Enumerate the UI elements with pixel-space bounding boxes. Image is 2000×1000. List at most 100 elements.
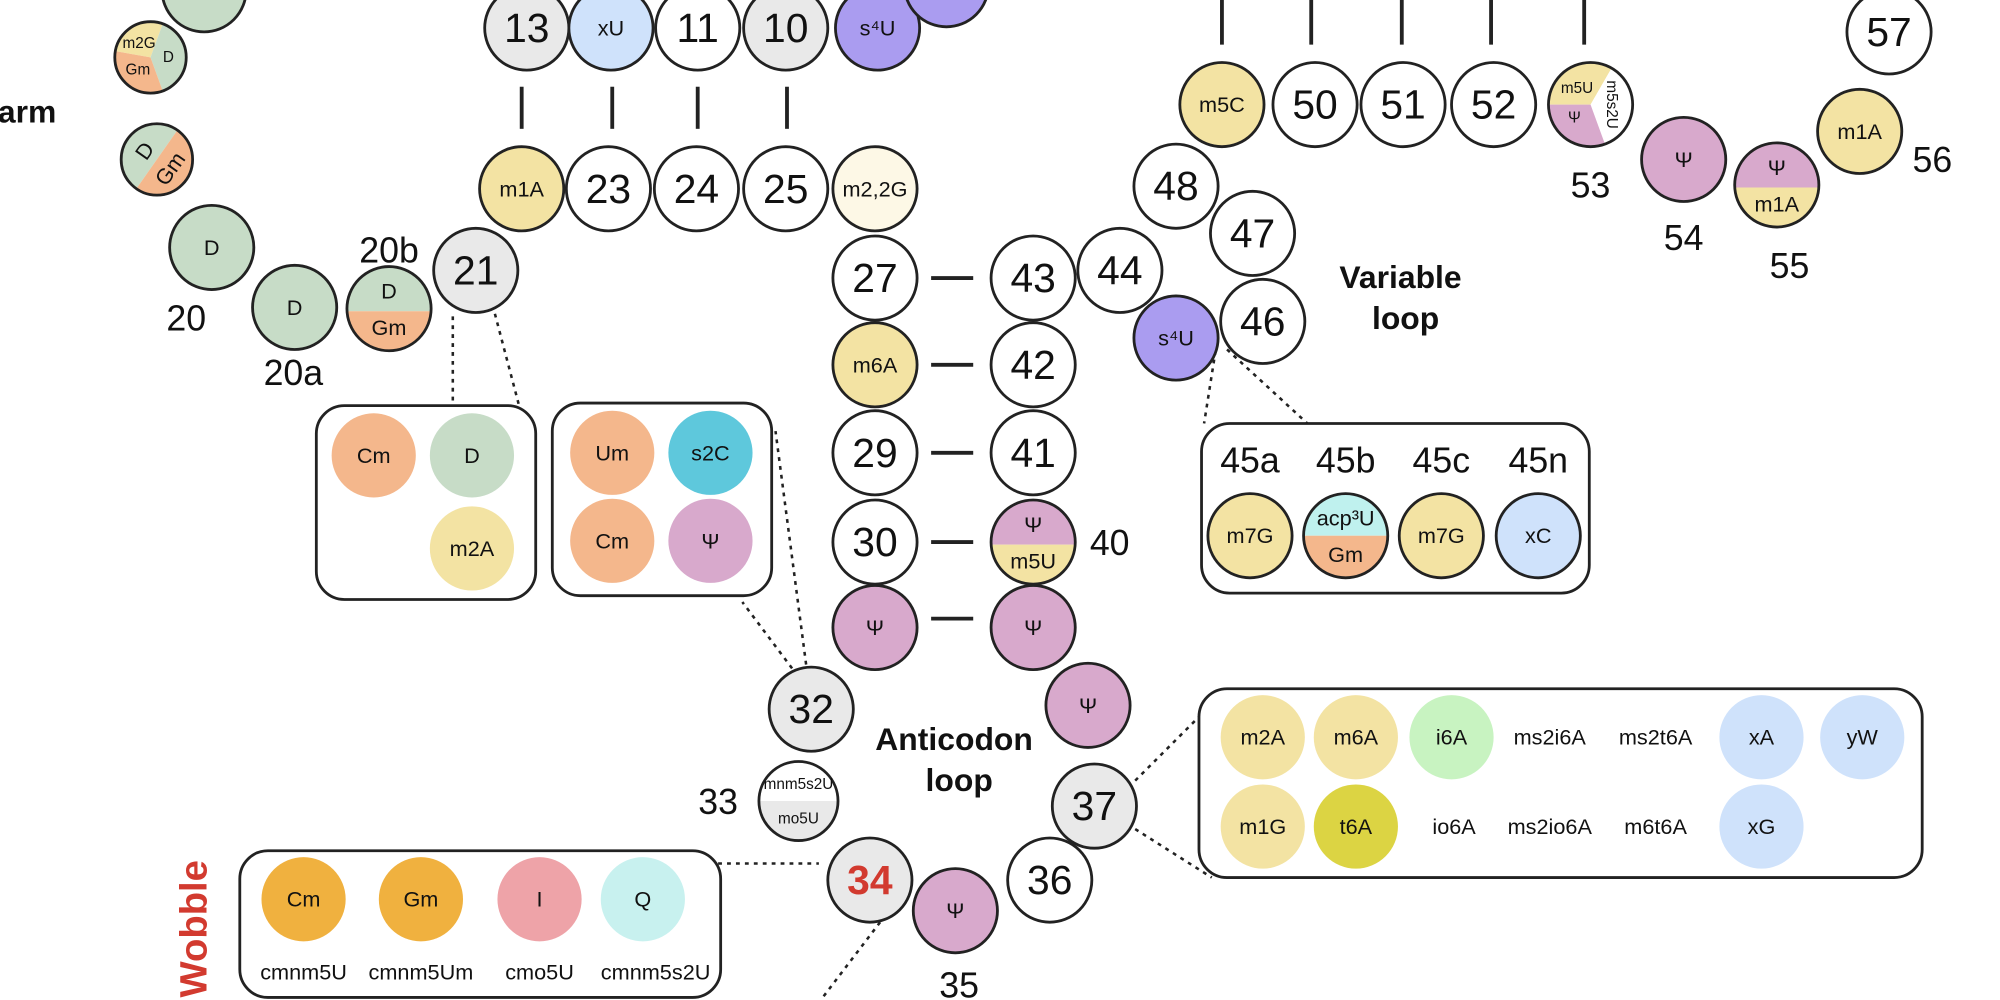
node-sector [150, 21, 187, 94]
nucleotide-n44: 44 [1076, 226, 1164, 314]
dotted-connector [1134, 713, 1203, 782]
modification-item: s2C [668, 410, 753, 495]
node-label: 23 [586, 166, 631, 212]
modification-item: Cm [570, 498, 655, 583]
nucleotide-n32: 32 [767, 665, 855, 753]
node-circle [1220, 695, 1305, 780]
node-circle [989, 234, 1077, 322]
node-label: m1A [499, 176, 544, 201]
node-circle [742, 0, 830, 72]
node-circle [331, 413, 416, 498]
dotted-connector [1226, 348, 1309, 425]
position-label-20b: 20b [359, 231, 419, 271]
variable-loop-label-1: Variable [1339, 259, 1461, 295]
nucleotide-psi31: Ψ [831, 584, 919, 672]
nucleotide-n51: 51 [1359, 61, 1447, 149]
nucleotide-n27: 27 [831, 234, 919, 322]
node-circle [831, 584, 919, 672]
node-label: m2,2G [842, 176, 907, 201]
node-circle [1816, 87, 1904, 175]
nucleotide-xU: xU [567, 0, 655, 72]
node-label: Gm [126, 62, 151, 79]
node-circle [1719, 784, 1804, 869]
dotted-connector [1202, 350, 1217, 424]
box-position-34-wobble [238, 849, 723, 999]
node-circle [1209, 189, 1297, 277]
node-label: D [204, 235, 220, 260]
node-label: 41 [1010, 430, 1055, 476]
node-label: m5s2U [1603, 80, 1620, 128]
nucleotide-n50: 50 [1271, 61, 1359, 149]
nucleotide-n52: 52 [1450, 61, 1538, 149]
node-label: D [163, 49, 174, 66]
node-label: 43 [1010, 255, 1055, 301]
node-label: Ψ [866, 615, 884, 640]
node-label: 51 [1380, 82, 1425, 128]
node-circle [826, 836, 914, 924]
modification-item: Cm [261, 857, 346, 942]
node-circle [1219, 277, 1307, 365]
node-circle [668, 498, 753, 583]
modification-item: m2A [429, 506, 515, 591]
node-circle [1845, 0, 1933, 76]
node-circle [831, 145, 919, 233]
dotted-connector [493, 313, 522, 412]
nucleotide-n21: 21 [432, 226, 520, 314]
position-label-33: 33 [698, 782, 738, 822]
node-label: m2G [122, 35, 155, 52]
node-label: Um [595, 440, 629, 465]
node-label: xA [1749, 725, 1775, 750]
position-label-55: 55 [1770, 246, 1810, 286]
node-circle [652, 145, 740, 233]
nucleotide-psi35: Ψ [911, 867, 999, 955]
modification-item: yW [1820, 695, 1905, 780]
node-label: 27 [852, 255, 897, 301]
node-label: yW [1847, 725, 1879, 750]
node-circle [1076, 226, 1164, 314]
modification-item: D [429, 413, 515, 498]
node-circle [1640, 115, 1728, 203]
node-label: m6A [853, 352, 898, 377]
node-circle [834, 0, 922, 72]
node-label: 36 [1027, 857, 1072, 903]
nucleotide-n46: 46 [1219, 277, 1307, 365]
nucleotide-n37: 37 [1050, 762, 1138, 850]
node-label: Cm [595, 528, 629, 553]
node-circle [429, 413, 515, 498]
node-label: 45b [1316, 440, 1376, 480]
node-circle [1178, 61, 1266, 149]
node-label: s2C [691, 440, 730, 465]
node-circle [1313, 695, 1398, 780]
node-label: 45n [1508, 440, 1568, 480]
position-label-54: 54 [1664, 218, 1704, 258]
node-label: 57 [1866, 9, 1911, 55]
node-circle [161, 0, 247, 34]
modification-item: m7G [1206, 492, 1294, 580]
modification-item: i6A [1409, 695, 1494, 780]
node-label: 37 [1072, 783, 1117, 829]
node-circle [567, 0, 655, 72]
node-label: xC [1525, 523, 1552, 548]
dotted-connector [1134, 828, 1213, 879]
node-sector [1548, 104, 1606, 147]
node-label: Cm [357, 443, 391, 468]
node-label: s⁴U [1158, 326, 1194, 351]
node-label: m5C [1199, 92, 1245, 117]
node-circle [600, 857, 685, 942]
node-label: i6A [1436, 725, 1468, 750]
node-label: ms2t6A [1619, 725, 1693, 750]
position-label-20: 20 [166, 298, 206, 338]
nucleotide-dgm1: DGm [119, 122, 195, 197]
node-circle [742, 145, 830, 233]
node-label: 48 [1153, 163, 1198, 209]
nucleotide-psi54: Ψ [1640, 115, 1728, 203]
modification-item: xA [1719, 695, 1804, 780]
nucleotide-psi39: Ψ [989, 584, 1077, 672]
position-label-35: 35 [939, 965, 979, 1000]
modification-item: xC [1494, 492, 1582, 580]
node-circle [1050, 762, 1138, 850]
nucleotide-n36: 36 [1006, 836, 1094, 924]
